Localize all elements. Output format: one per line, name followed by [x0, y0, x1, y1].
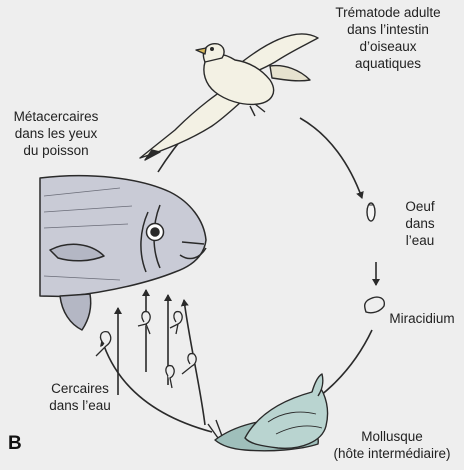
arrow-bird-to-egg — [300, 118, 362, 198]
cercariae-label-line-2: dans l’eau — [30, 397, 130, 414]
adult-label-line-1: Trématode adulte — [318, 4, 458, 21]
mollusc-label: Mollusque (hôte intermédiaire) — [324, 428, 460, 462]
mollusc-label-line-1: Mollusque — [324, 428, 460, 445]
miracidium-label: Miracidium — [382, 310, 462, 327]
cercariae-label-line-1: Cercaires — [30, 380, 130, 397]
mollusc-label-line-2: (hôte intermédiaire) — [324, 445, 460, 462]
egg-label-line-3: l’eau — [390, 232, 450, 249]
egg-label: Oeuf dans l’eau — [390, 198, 450, 249]
metacercariae-label: Métacercaires dans les yeux du poisson — [0, 108, 112, 159]
fish-head-icon — [40, 176, 206, 330]
snail-icon — [208, 374, 328, 451]
egg-label-line-1: Oeuf — [390, 198, 450, 215]
adult-label-line-3: d’oiseaux — [318, 38, 458, 55]
cercariae-label: Cercaires dans l’eau — [30, 380, 130, 414]
miracidium-label-line-1: Miracidium — [382, 310, 462, 327]
metacercariae-label-line-2: dans les yeux — [0, 125, 112, 142]
metacercariae-label-line-3: du poisson — [0, 142, 112, 159]
egg-icon — [367, 203, 375, 221]
adult-label-line-4: aquatiques — [318, 55, 458, 72]
adult-trematode-label: Trématode adulte dans l’intestin d’oisea… — [318, 4, 458, 72]
panel-letter: B — [8, 433, 22, 455]
metacercariae-label-line-1: Métacercaires — [0, 108, 112, 125]
gull-icon — [140, 34, 318, 160]
egg-label-line-2: dans — [390, 215, 450, 232]
adult-label-line-2: dans l’intestin — [318, 21, 458, 38]
